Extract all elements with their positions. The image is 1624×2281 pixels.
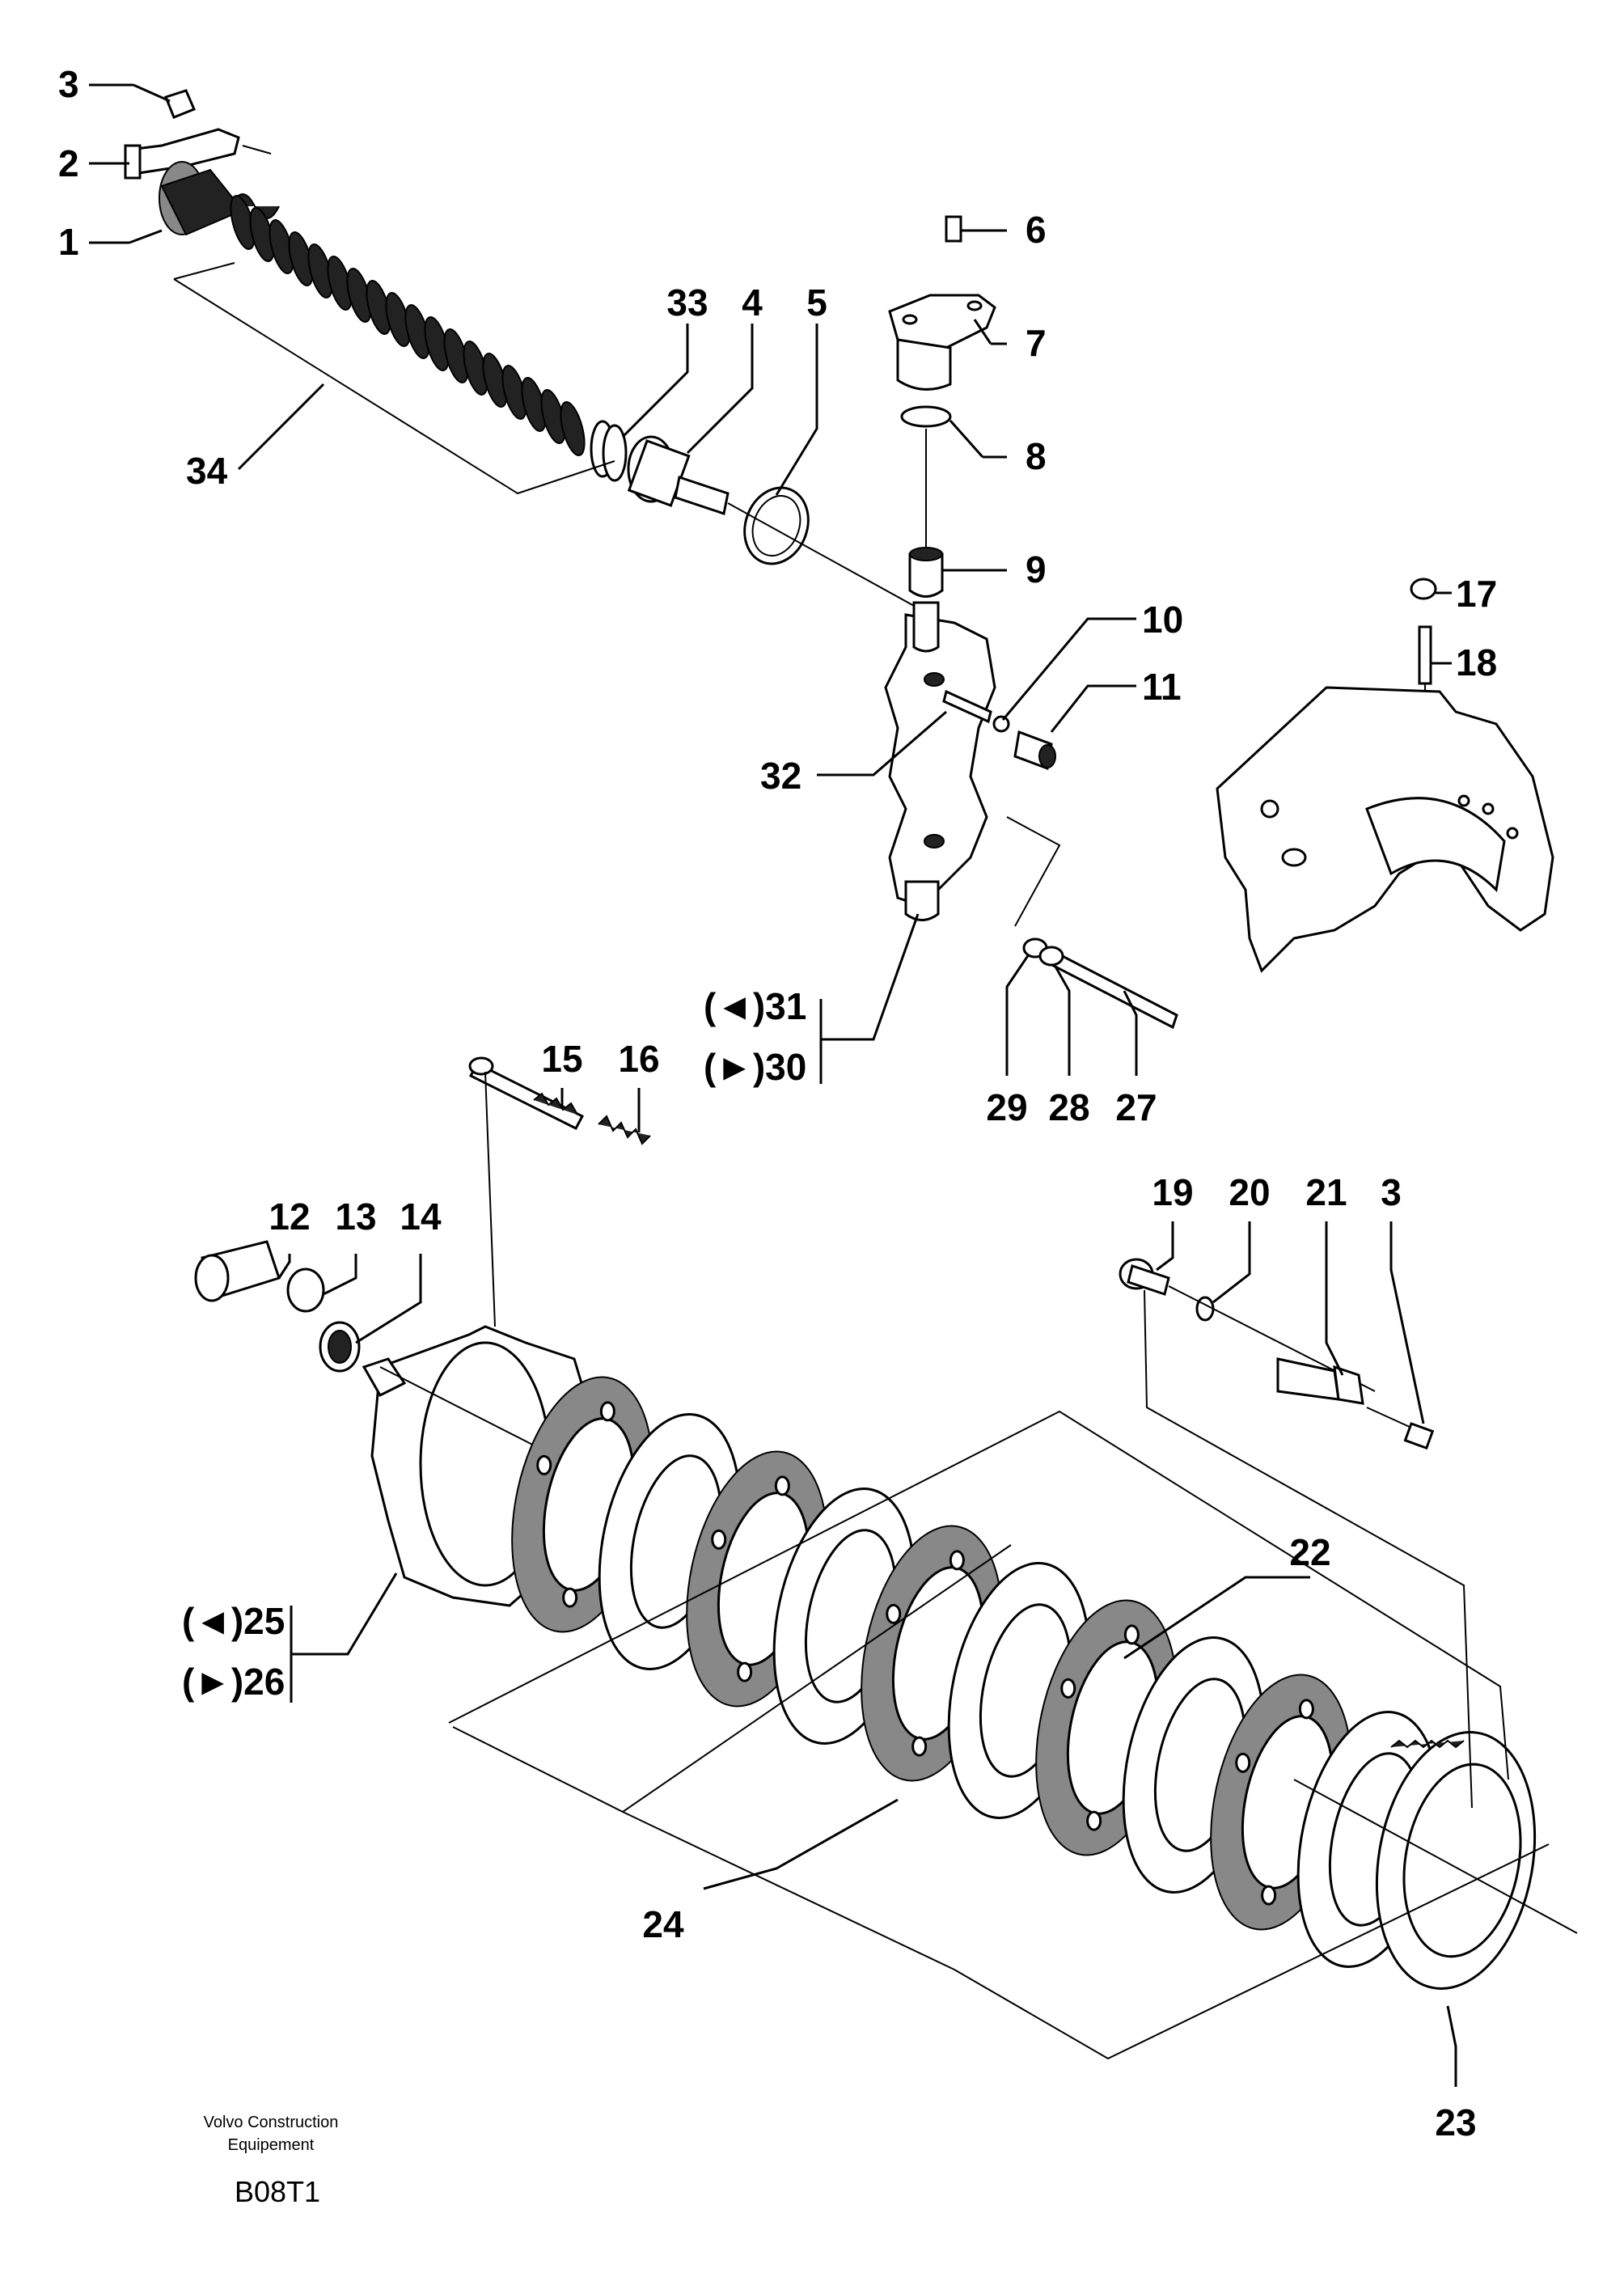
callout-3: 3 xyxy=(58,63,79,105)
callout-26: (►)26 xyxy=(182,1661,285,1703)
callout-11: 11 xyxy=(1142,666,1182,708)
callout-3-lower: 3 xyxy=(1381,1171,1402,1213)
callout-9: 9 xyxy=(1026,548,1047,590)
callout-27: 27 xyxy=(1115,1086,1157,1128)
callout-21: 21 xyxy=(1305,1171,1347,1213)
callout-34: 34 xyxy=(186,450,228,492)
callout-25: (◄)25 xyxy=(182,1600,285,1642)
callout-32: 32 xyxy=(760,755,801,797)
diagram-code: B08T1 xyxy=(235,2175,320,2208)
callout-30: (►)30 xyxy=(704,1046,806,1088)
brake-disc-pack xyxy=(362,1258,1578,2060)
footer: Volvo Construction Equipement B08T1 xyxy=(204,2114,339,2208)
callout-24: 24 xyxy=(642,1903,684,1945)
callout-20: 20 xyxy=(1229,1171,1270,1213)
callout-15: 15 xyxy=(541,1038,582,1080)
spring-coil xyxy=(560,401,586,456)
callout-10: 10 xyxy=(1142,599,1183,641)
callout-4: 4 xyxy=(742,281,763,324)
company-name-line1: Volvo Construction xyxy=(204,2114,339,2131)
callout-7: 7 xyxy=(1026,322,1047,364)
callout-14: 14 xyxy=(400,1196,442,1238)
callout-2: 2 xyxy=(58,142,79,184)
callout-17: 17 xyxy=(1456,573,1497,615)
callout-5: 5 xyxy=(806,281,827,324)
spring-assembly xyxy=(124,89,931,616)
callout-1: 1 xyxy=(58,221,79,263)
callout-12: 12 xyxy=(269,1196,310,1238)
valve-body-assembly xyxy=(884,215,1178,1030)
callout-13: 13 xyxy=(335,1196,376,1238)
callout-6: 6 xyxy=(1026,209,1047,251)
leader-lines xyxy=(89,83,1457,2087)
callout-31: (◄)31 xyxy=(704,985,806,1027)
piston-parts xyxy=(194,1056,651,1373)
callout-18: 18 xyxy=(1456,641,1497,683)
callout-23: 23 xyxy=(1435,2101,1476,2143)
callout-8: 8 xyxy=(1026,435,1047,477)
callout-labels: 3 2 1 34 33 4 5 6 7 8 9 10 11 32 17 18 (… xyxy=(58,63,1497,2143)
callout-22: 22 xyxy=(1289,1531,1330,1573)
callout-19: 19 xyxy=(1152,1171,1193,1213)
axle-housing xyxy=(1216,578,1554,973)
callout-33: 33 xyxy=(666,281,708,324)
callout-16: 16 xyxy=(618,1038,659,1080)
company-name-line2: Equipement xyxy=(228,2136,315,2154)
callout-28: 28 xyxy=(1048,1086,1089,1128)
callout-29: 29 xyxy=(986,1086,1027,1128)
